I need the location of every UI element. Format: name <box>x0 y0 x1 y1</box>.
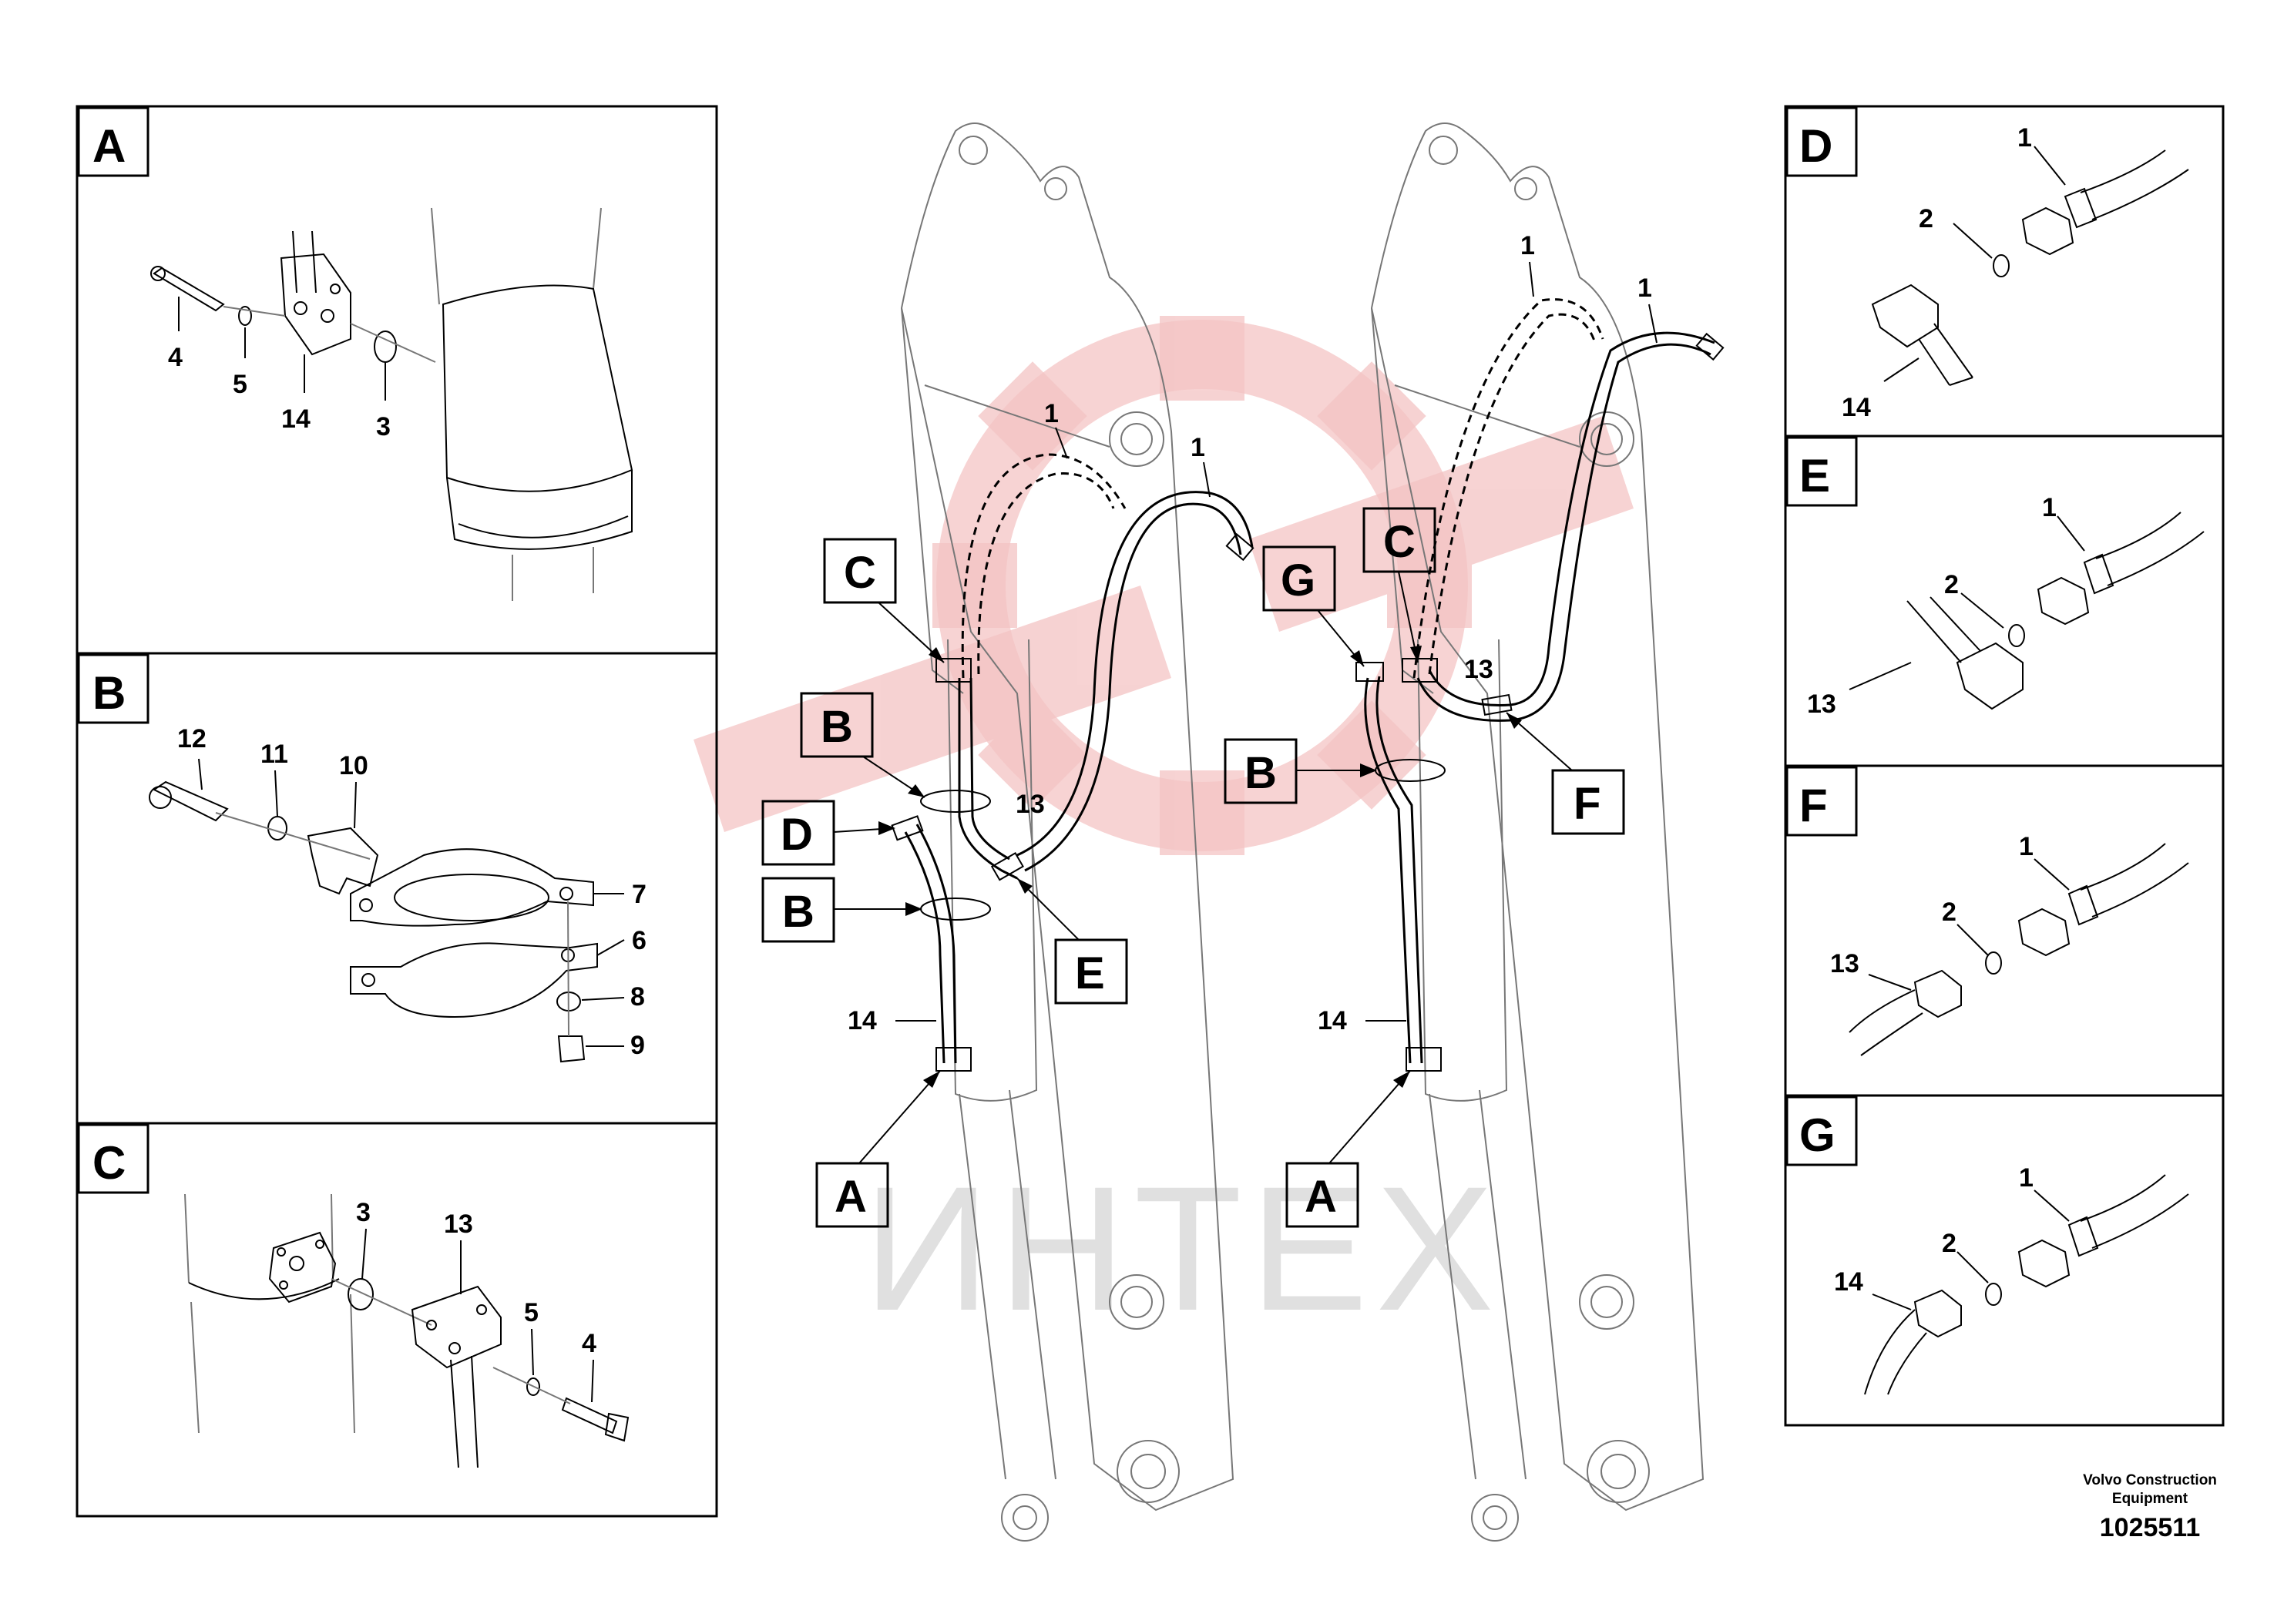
panel-g: G 1 2 14 <box>1785 1096 2189 1395</box>
panel-f-label-1: 1 <box>2019 832 2034 861</box>
boom-left-label-1a: 1 <box>1044 399 1059 428</box>
panel-b-label-8: 8 <box>630 982 645 1012</box>
panel-b-label-7: 7 <box>632 880 647 909</box>
panel-a-label-3: 3 <box>376 412 391 441</box>
panel-d-letter: D <box>1799 120 1832 172</box>
panel-c-label-4: 4 <box>582 1329 596 1358</box>
panel-c: C 3 13 5 4 <box>77 1123 630 1468</box>
boom-right-tag-b: B <box>1224 738 1377 804</box>
svg-text:D: D <box>781 810 813 860</box>
boom-left-label-14: 14 <box>848 1006 877 1035</box>
svg-text:G: G <box>1281 555 1315 606</box>
boom-right-tag-g: G <box>1262 545 1365 667</box>
panel-a-letter: A <box>92 120 126 172</box>
company-name-line2: Equipment <box>2111 1491 2188 1507</box>
svg-text:C: C <box>844 548 876 598</box>
boom-left-label-13: 13 <box>1016 790 1045 819</box>
svg-text:B: B <box>821 702 853 752</box>
panel-g-label-1: 1 <box>2019 1163 2034 1193</box>
svg-text:E: E <box>1075 948 1105 998</box>
panel-e-label-1: 1 <box>2042 493 2057 522</box>
panel-b-label-6: 6 <box>632 926 647 955</box>
watermark-text: ИНТЕХ <box>863 1149 1502 1347</box>
panel-e-letter: E <box>1799 450 1830 502</box>
boom-left-tag-b2: B <box>761 877 922 943</box>
panel-a-label-5: 5 <box>233 370 247 399</box>
panel-f-label-13: 13 <box>1830 949 1859 978</box>
panel-a: A 4 5 14 3 <box>77 106 633 601</box>
panel-c-label-13: 13 <box>444 1210 473 1239</box>
svg-text:A: A <box>1305 1172 1337 1222</box>
svg-text:B: B <box>782 887 814 937</box>
boom-right-tag-f: F <box>1506 712 1625 835</box>
panel-g-label-2: 2 <box>1942 1229 1956 1258</box>
panel-c-label-5: 5 <box>524 1298 539 1327</box>
panel-b-label-9: 9 <box>630 1031 645 1060</box>
panel-e-label-2: 2 <box>1944 570 1959 599</box>
boom-left-tag-e: E <box>1016 877 1128 1005</box>
document-number: 1025511 <box>2099 1513 2201 1542</box>
panel-group-right <box>1784 105 2225 1427</box>
panel-f-label-2: 2 <box>1942 898 1956 927</box>
boom-left-tag-d: D <box>761 800 895 866</box>
boom-right: G C B F A 1 1 13 14 <box>1224 122 1725 1542</box>
panel-b: B 12 11 10 7 6 8 9 <box>77 653 647 1063</box>
panel-f: F 1 2 13 <box>1785 766 2189 1056</box>
panel-a-label-14: 14 <box>281 404 311 434</box>
boom-right-label-14: 14 <box>1318 1006 1347 1035</box>
watermark-logo <box>694 316 1634 855</box>
panel-d-label-2: 2 <box>1919 204 1933 233</box>
boom-left-label-1b: 1 <box>1191 433 1205 462</box>
panel-b-label-10: 10 <box>339 751 368 780</box>
panel-a-label-4: 4 <box>168 343 183 372</box>
boom-left-tag-b1: B <box>800 692 925 798</box>
boom-left-tag-c: C <box>823 538 945 663</box>
panel-group-left <box>76 105 718 1518</box>
boom-left-tag-a: A <box>815 1070 941 1228</box>
svg-text:F: F <box>1574 779 1600 829</box>
boom-right-label-13: 13 <box>1464 655 1493 684</box>
panel-b-letter: B <box>92 667 126 719</box>
svg-text:A: A <box>835 1172 867 1222</box>
svg-text:B: B <box>1244 748 1277 798</box>
boom-right-label-1a: 1 <box>1520 231 1535 260</box>
panel-d-label-14: 14 <box>1842 393 1871 422</box>
panel-g-label-14: 14 <box>1834 1267 1863 1297</box>
panel-g-letter: G <box>1799 1109 1836 1161</box>
panel-b-label-11: 11 <box>260 740 288 769</box>
svg-text:C: C <box>1383 517 1416 567</box>
boom-right-tag-c: C <box>1362 507 1436 663</box>
boom-left: C B D B E A 1 <box>761 122 1254 1542</box>
footer: Volvo Construction Equipment 1025511 <box>2042 1471 2258 1543</box>
company-name-line1: Volvo Construction <box>2083 1472 2217 1488</box>
panel-b-label-12: 12 <box>177 724 207 753</box>
panel-e: E 1 2 13 <box>1785 436 2205 719</box>
panel-e-label-13: 13 <box>1807 690 1836 719</box>
panel-d-label-1: 1 <box>2017 123 2032 153</box>
panel-c-letter: C <box>92 1137 126 1189</box>
boom-right-label-1b: 1 <box>1637 273 1652 303</box>
panel-c-label-3: 3 <box>356 1198 371 1227</box>
panel-f-letter: F <box>1799 780 1828 831</box>
boom-right-tag-a: A <box>1285 1070 1411 1228</box>
panel-d: D 1 2 14 <box>1785 106 2189 422</box>
